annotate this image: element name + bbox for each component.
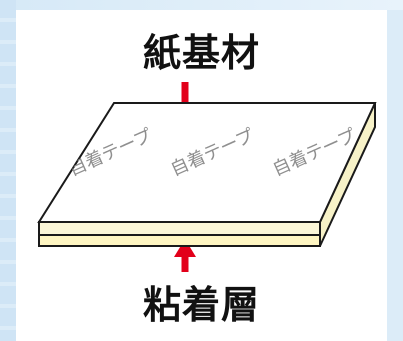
left-strip bbox=[0, 0, 16, 341]
diagram-card: 紙基材 粘着層 bbox=[16, 10, 387, 341]
paper-base-label: 紙基材 bbox=[142, 31, 260, 75]
adhesive-front-side bbox=[38, 234, 321, 247]
paper-top-face bbox=[37, 102, 377, 223]
up-arrow-icon bbox=[174, 239, 196, 272]
adhesive-tape-diagram: 自着テープ 自着テープ 自着テープ bbox=[37, 82, 377, 272]
adhesive-layer-label: 粘着層 bbox=[142, 283, 260, 327]
top-band bbox=[0, 0, 403, 10]
paper-front-side bbox=[38, 221, 321, 236]
